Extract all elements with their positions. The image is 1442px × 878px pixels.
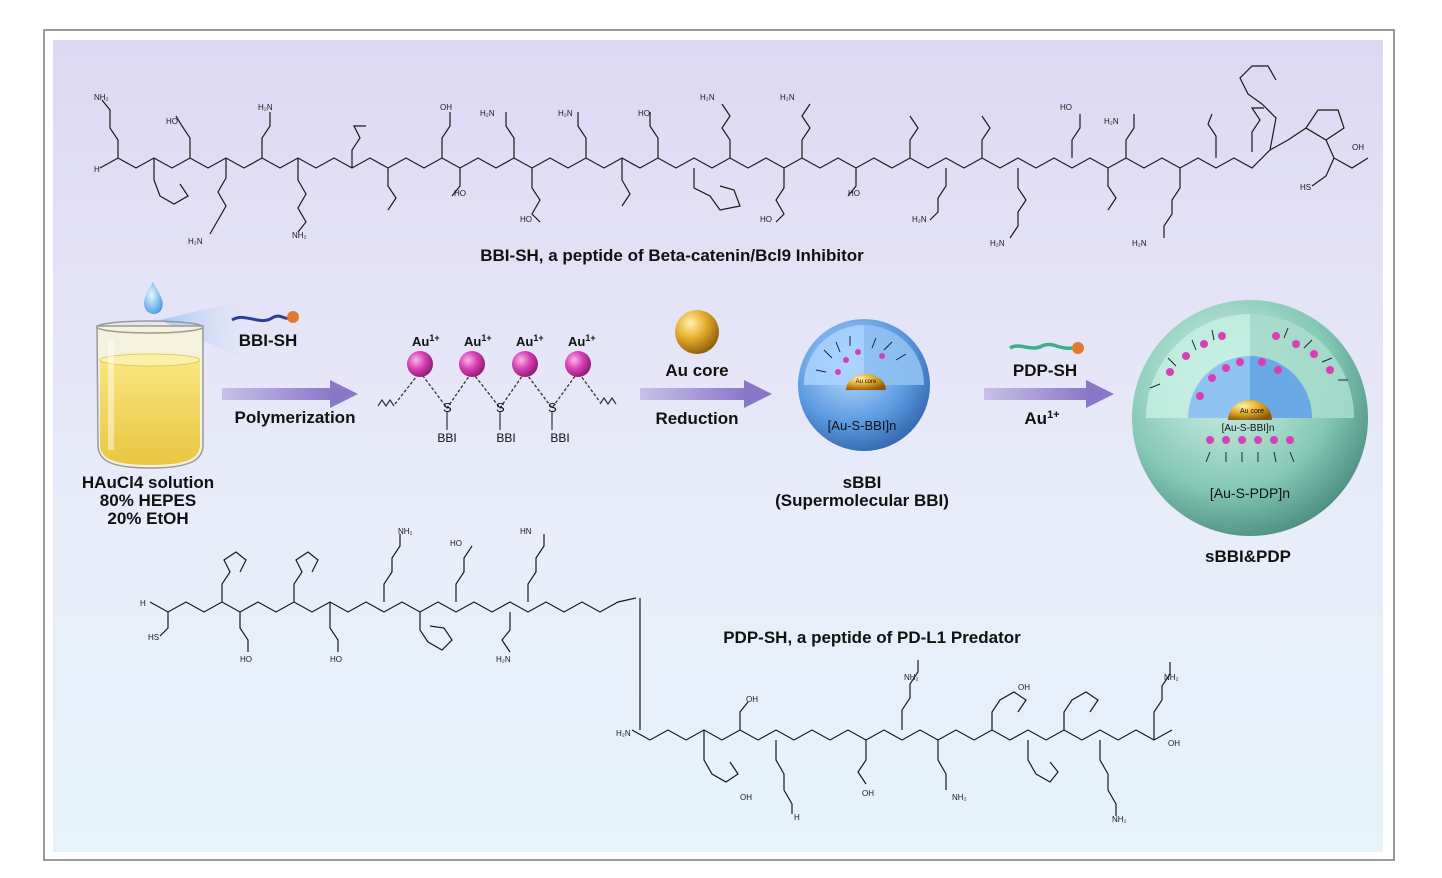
pdp-peptide-structure: H HS HO HO NH₂ HO HN H₂N H₂N OH OH H OH … xyxy=(140,527,1180,824)
svg-text:HO: HO xyxy=(166,117,178,126)
step3-bottom-label: Au1+ xyxy=(1024,409,1059,428)
arrow-polymerization xyxy=(222,380,358,408)
beaker-label-line2: 80% HEPES xyxy=(100,491,196,510)
sbbi-inner-label: [Au-S-BBI]n xyxy=(828,418,897,433)
beaker-label-line3: 20% EtOH xyxy=(107,509,188,528)
bbi-peptide-structure: H NH₂ HO H₂N OH H₂N H₂N HO H₂N H₂N HO H₂… xyxy=(94,65,1369,248)
au-ion-sphere xyxy=(512,351,538,377)
svg-text:H₂N: H₂N xyxy=(616,729,631,738)
svg-text:BBI: BBI xyxy=(496,431,515,445)
sbbi-name-line1: sBBI xyxy=(843,473,882,492)
svg-text:OH: OH xyxy=(1018,683,1030,692)
sbbi-pdp-nanoparticle xyxy=(1132,300,1368,536)
svg-text:H₂N: H₂N xyxy=(912,215,927,224)
svg-text:H: H xyxy=(794,813,800,822)
step3-top-label: PDP-SH xyxy=(1013,361,1077,380)
droplet-icon xyxy=(144,282,163,314)
svg-text:S: S xyxy=(443,400,452,415)
svg-text:HO: HO xyxy=(848,189,860,198)
svg-text:BBI: BBI xyxy=(437,431,456,445)
au-ion-sphere xyxy=(407,351,433,377)
bbi-caption: BBI-SH, a peptide of Beta-catenin/Bcl9 I… xyxy=(480,246,864,265)
svg-text:OH: OH xyxy=(862,789,874,798)
svg-text:NH₂: NH₂ xyxy=(398,527,413,536)
svg-text:HN: HN xyxy=(520,527,532,536)
svg-text:Au1+: Au1+ xyxy=(412,333,440,349)
au-ion-sphere xyxy=(565,351,591,377)
step2-bottom-label: Reduction xyxy=(655,409,738,428)
svg-text:HO: HO xyxy=(638,109,650,118)
svg-text:NH₂: NH₂ xyxy=(1164,673,1179,682)
svg-text:H₂N: H₂N xyxy=(496,655,511,664)
bbi-sh-reagent xyxy=(231,311,299,323)
beaker-label-line1: HAuCl4 solution xyxy=(82,473,214,492)
svg-text:H: H xyxy=(140,599,146,608)
step2-top-label: Au core xyxy=(665,361,728,380)
step1-label: Polymerization xyxy=(235,408,356,427)
au-ion-sphere xyxy=(459,351,485,377)
svg-text:H₂N: H₂N xyxy=(188,237,203,246)
svg-text:NH₂: NH₂ xyxy=(94,93,109,102)
svg-text:OH: OH xyxy=(740,793,752,802)
svg-text:H₂N: H₂N xyxy=(990,239,1005,248)
svg-text:OH: OH xyxy=(746,695,758,704)
au-core-sphere xyxy=(675,310,719,354)
svg-text:HO: HO xyxy=(760,215,772,224)
svg-text:HO: HO xyxy=(330,655,342,664)
arrow-reduction xyxy=(640,380,772,408)
arrow-pdp xyxy=(984,380,1114,408)
beaker xyxy=(96,282,245,469)
svg-text:Au1+: Au1+ xyxy=(464,333,492,349)
svg-text:NH₂: NH₂ xyxy=(904,673,919,682)
svg-text:H₂N: H₂N xyxy=(480,109,495,118)
svg-text:H₂N: H₂N xyxy=(1104,117,1119,126)
pdp-caption: PDP-SH, a peptide of PD-L1 Predator xyxy=(723,628,1021,647)
svg-text:H₂N: H₂N xyxy=(700,93,715,102)
svg-text:H₂N: H₂N xyxy=(1132,239,1147,248)
svg-text:OH: OH xyxy=(1168,739,1180,748)
sbbi-nanoparticle xyxy=(798,319,930,451)
svg-text:HO: HO xyxy=(1060,103,1072,112)
svg-text:S: S xyxy=(496,400,505,415)
svg-text:H₂N: H₂N xyxy=(558,109,573,118)
svg-text:NH₂: NH₂ xyxy=(292,231,307,240)
svg-text:NH₂: NH₂ xyxy=(1112,815,1127,824)
svg-text:H: H xyxy=(94,165,100,174)
svg-text:BBI: BBI xyxy=(550,431,569,445)
pdp-sh-reagent xyxy=(1009,342,1084,354)
final-inner-label: [Au-S-BBI]n xyxy=(1222,423,1275,434)
final-core-label: Au core xyxy=(1240,408,1264,415)
svg-text:HO: HO xyxy=(240,655,252,664)
svg-text:NH₂: NH₂ xyxy=(952,793,967,802)
sbbi-core-label: Au core xyxy=(856,379,877,385)
svg-text:HS: HS xyxy=(148,633,159,642)
final-name: sBBI&PDP xyxy=(1205,547,1291,566)
beaker-reagent-label: BBI-SH xyxy=(239,331,298,350)
svg-text:HO: HO xyxy=(520,215,532,224)
svg-text:Au1+: Au1+ xyxy=(516,333,544,349)
svg-text:OH: OH xyxy=(1352,143,1364,152)
svg-text:HS: HS xyxy=(1300,183,1311,192)
svg-text:HO: HO xyxy=(454,189,466,198)
svg-text:OH: OH xyxy=(440,103,452,112)
svg-text:Au1+: Au1+ xyxy=(568,333,596,349)
final-outer-label: [Au-S-PDP]n xyxy=(1210,485,1290,501)
polymer-labels: Au1+ Au1+ Au1+ Au1+ S S S BBI BBI BBI xyxy=(412,333,596,445)
svg-text:HO: HO xyxy=(450,539,462,548)
svg-text:H₂N: H₂N xyxy=(780,93,795,102)
svg-text:S: S xyxy=(548,400,557,415)
sbbi-name-line2: (Supermolecular BBI) xyxy=(775,491,949,510)
svg-text:H₂N: H₂N xyxy=(258,103,273,112)
au-s-polymer xyxy=(377,351,617,430)
